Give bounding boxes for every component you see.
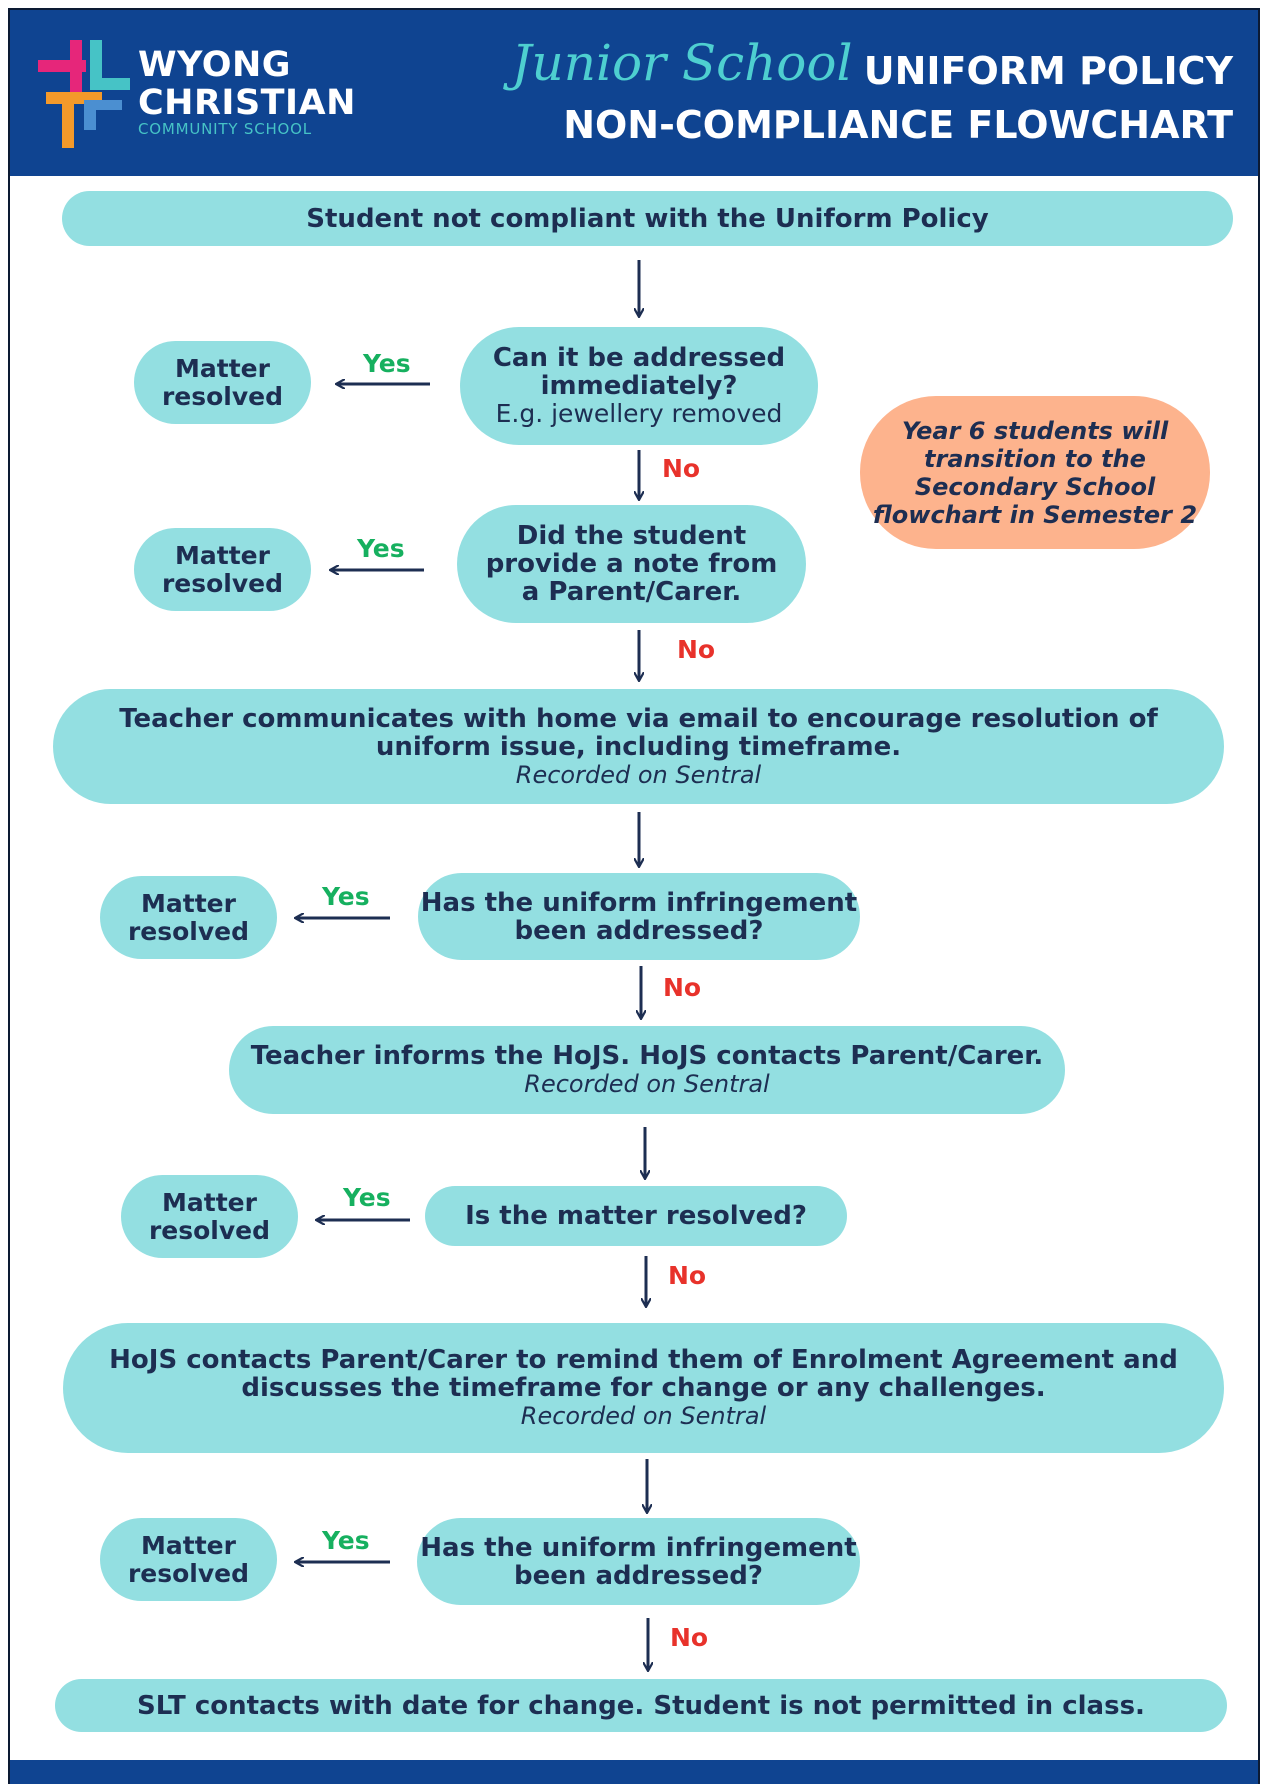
no-label-1: No [662,454,701,483]
matter-resolved-4: Matter resolved [121,1175,298,1258]
step3-line-1: HoJS contacts Parent/Carer to remind the… [109,1345,1178,1375]
q5-line-2: been addressed? [514,1560,763,1591]
logo-line-2: CHRISTIAN [138,83,356,123]
title-line-1: UNIFORM POLICY [863,49,1233,93]
start-label: Student not compliant with the Uniform P… [306,203,989,234]
cross-logo-icon [38,40,130,148]
yes-label-4: Yes [343,1183,391,1212]
question-infringement-addressed-2: Has the uniform infringement been addres… [417,1518,860,1605]
no-label-5: No [670,1623,709,1652]
q1-line-2: immediately? [540,371,738,401]
resolved-line-1: Matter [141,888,236,918]
resolved-line-2: resolved [148,1215,271,1245]
resolved-line-2: resolved [127,916,250,946]
school-logo-text: WYONG CHRISTIAN COMMUNITY SCHOOL [138,46,356,138]
yes-label-1: Yes [363,349,411,378]
q2-line-2: provide a note from [485,549,778,579]
start-node: Student not compliant with the Uniform P… [62,191,1233,246]
teacher-informs-hojs-step: Teacher informs the HoJS. HoJS contacts … [229,1026,1065,1114]
matter-resolved-2: Matter resolved [134,528,311,611]
footer-bar [10,1760,1258,1784]
note-line-2: transition to the [924,444,1146,473]
logo-line-1: WYONG [138,45,291,85]
note-line-3: Secondary School [914,472,1156,501]
hojs-enrolment-agreement-step: HoJS contacts Parent/Carer to remind the… [63,1323,1224,1453]
matter-resolved-3: Matter resolved [100,876,277,959]
step1-sub: Recorded on Sentral [515,760,762,789]
note-line-4: flowchart in Semester 2 [872,500,1198,529]
logo-line-3: COMMUNITY SCHOOL [138,120,312,138]
q3-line-1: Has the uniform infringement [420,887,858,918]
resolved-line-2: resolved [161,568,284,598]
q1-sub: E.g. jewellery removed [495,399,783,428]
matter-resolved-1: Matter resolved [134,341,311,424]
step3-sub: Recorded on Sentral [520,1402,767,1430]
question-note-from-parent: Did the student provide a note from a Pa… [457,505,806,623]
matter-resolved-5: Matter resolved [100,1518,277,1601]
q5-line-1: Has the uniform infringement [420,1532,857,1563]
step2-line-1: Teacher informs the HoJS. HoJS contacts … [250,1041,1044,1071]
no-label-3: No [663,973,702,1002]
teacher-emails-home-step: Teacher communicates with home via email… [53,689,1224,804]
question-matter-resolved: Is the matter resolved? [425,1186,847,1246]
title-line-2: NON-COMPLIANCE FLOWCHART [563,103,1233,147]
step3-line-2: discusses the timeframe for change or an… [241,1373,1046,1403]
resolved-line-1: Matter [162,1187,257,1217]
note-line-1: Year 6 students will [901,416,1169,445]
yes-label-5: Yes [322,1526,370,1555]
q1-line-1: Can it be addressed [492,343,786,373]
resolved-line-1: Matter [141,1530,236,1560]
yes-label-3: Yes [322,882,370,911]
end-node: SLT contacts with date for change. Stude… [55,1679,1227,1732]
no-label-2: No [677,635,716,664]
header-banner [10,10,1258,176]
q4-line-1: Is the matter resolved? [465,1201,807,1231]
q3-line-2: been addressed? [514,915,764,946]
step1-line-1: Teacher communicates with home via email… [119,703,1158,734]
question-addressed-immediately: Can it be addressed immediately? E.g. je… [460,327,818,445]
question-infringement-addressed-1: Has the uniform infringement been addres… [418,873,860,960]
year6-note: Year 6 students will transition to the S… [860,396,1210,549]
resolved-line-1: Matter [175,540,270,570]
resolved-line-2: resolved [127,1558,250,1588]
step1-line-2: uniform issue, including timeframe. [375,731,902,762]
step2-sub: Recorded on Sentral [524,1070,770,1098]
resolved-line-2: resolved [161,381,284,411]
yes-label-2: Yes [357,534,405,563]
end-label: SLT contacts with date for change. Stude… [137,1690,1145,1721]
title-script: Junior School [511,34,853,92]
q2-line-3: a Parent/Carer. [521,577,742,607]
q2-line-1: Did the student [516,521,747,551]
no-label-4: No [668,1261,707,1290]
resolved-line-1: Matter [175,353,270,383]
